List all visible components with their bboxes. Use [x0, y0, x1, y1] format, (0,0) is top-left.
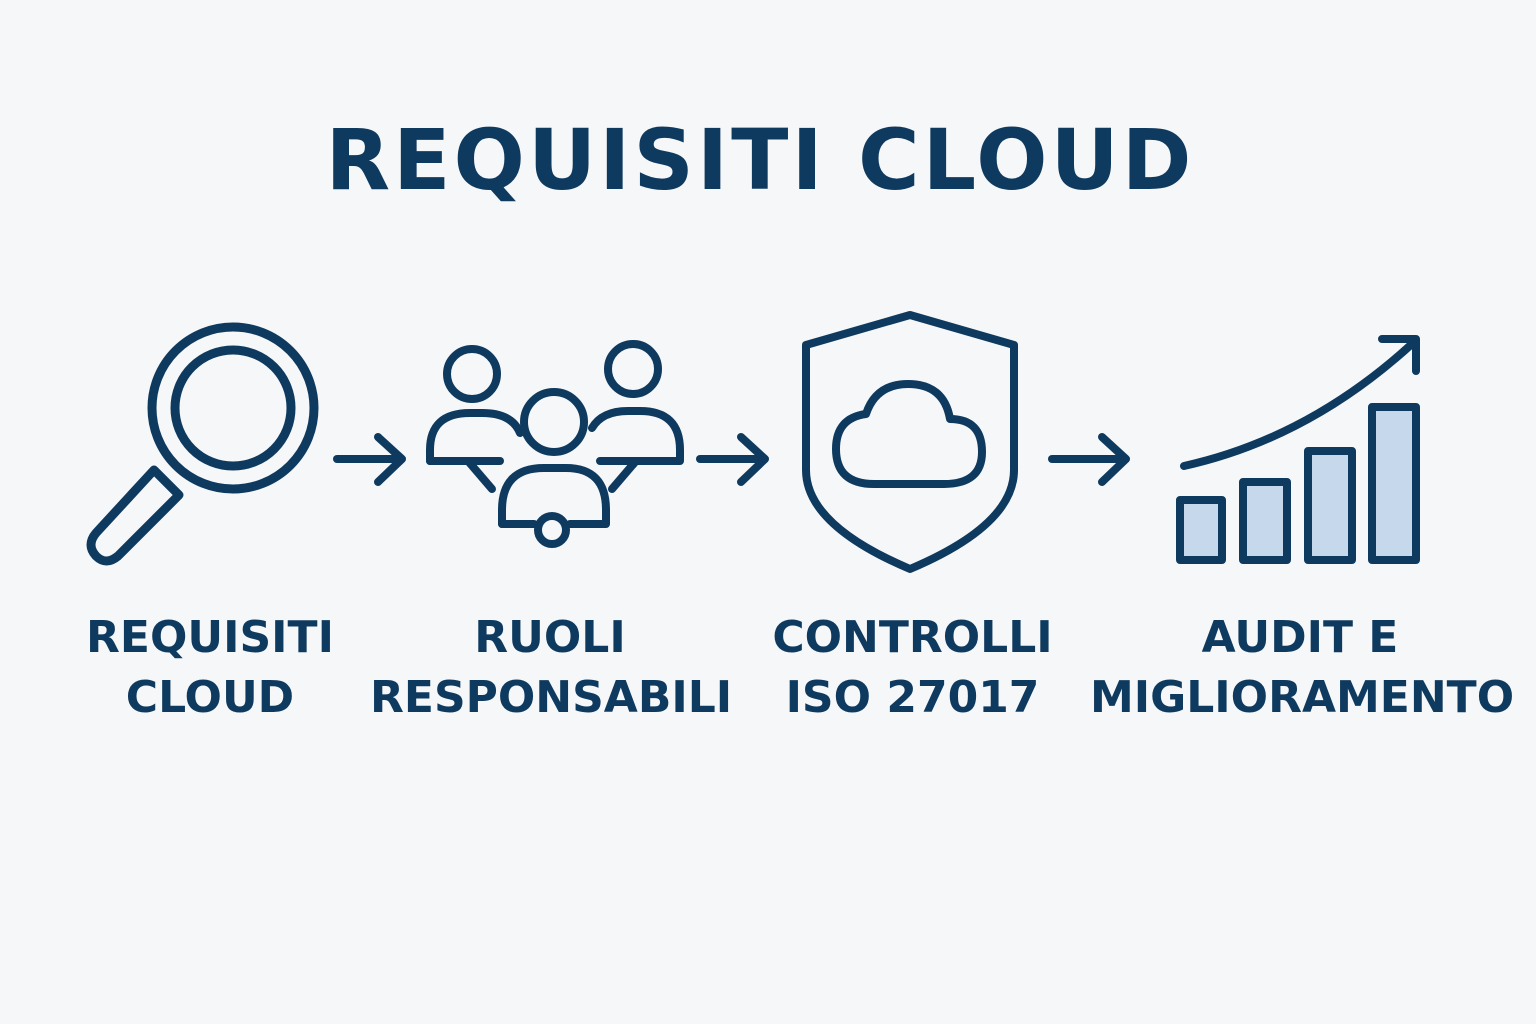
arrow-right-icon — [1048, 433, 1130, 486]
step-label-line: REQUISITI — [86, 612, 334, 663]
step-label-requisiti-cloud: REQUISITI CLOUD — [60, 608, 360, 728]
step-label-line: AUDIT E — [1201, 612, 1399, 663]
step-label-line: MIGLIORAMENTO — [1090, 672, 1515, 723]
arrow-right-icon — [696, 433, 769, 486]
growth-chart-icon — [1176, 335, 1420, 564]
step-label-ruoli-responsabili: RUOLI RESPONSABILI — [370, 608, 733, 728]
step-label-line: RESPONSABILI — [370, 672, 733, 723]
step-label-controlli-iso: CONTROLLI ISO 27017 — [760, 608, 1065, 728]
magnifying-glass-icon — [86, 322, 319, 566]
diagram-title: REQUISITI CLOUD — [325, 111, 1195, 209]
people-group-icon — [426, 340, 684, 548]
growth-bar — [1176, 496, 1226, 564]
growth-bar — [1304, 447, 1356, 564]
growth-bar — [1368, 403, 1420, 564]
step-label-line: RUOLI — [474, 612, 626, 663]
step-label-line: CLOUD — [125, 672, 295, 723]
arrow-right-icon — [333, 433, 406, 486]
step-label-audit-miglioramento: AUDIT E MIGLIORAMENTO — [1090, 608, 1515, 728]
step-label-line: CONTROLLI — [772, 612, 1053, 663]
shield-cloud-icon — [802, 311, 1018, 573]
growth-bar — [1239, 478, 1291, 564]
step-label-line: ISO 27017 — [785, 672, 1040, 723]
